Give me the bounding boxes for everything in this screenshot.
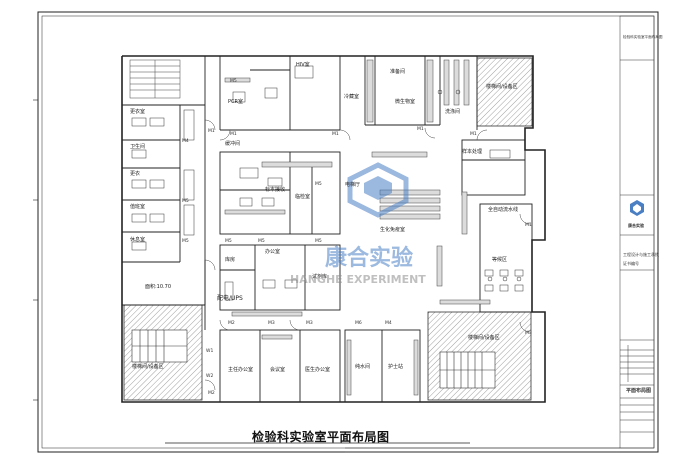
room-hatch-br: 楼梯间/设备区 (468, 335, 500, 341)
stair-bottom-left (131, 329, 188, 363)
hatch-top-right (476, 57, 533, 127)
room-area-note: 面积:10.70 (145, 284, 171, 290)
room-nurse: 护士站 (388, 364, 404, 370)
door-tag: M3 (268, 321, 275, 326)
room-sample-area: 样本处理 (462, 149, 483, 155)
door-tag: M1 (470, 132, 477, 137)
door-tag: M2 (228, 321, 235, 326)
room-change: 更衣室 (130, 109, 146, 115)
room-sample: 标本接收 (265, 187, 286, 193)
room-auto-line: 全自动流水线 (488, 207, 519, 213)
title-block (619, 15, 655, 449)
watermark-logo (347, 162, 409, 218)
room-dressing: 更衣 (130, 171, 141, 177)
room-meeting: 会议室 (270, 367, 286, 373)
door-tag: M1 (525, 223, 532, 228)
door-tag: M4 (385, 321, 392, 326)
door-tag: M5 (225, 239, 232, 244)
room-rest: 休息室 (130, 237, 146, 243)
room-hiv: HIV室 (296, 62, 310, 68)
room-prep: 准备间 (390, 69, 406, 75)
tb-cert-label: 证书编号 (623, 261, 639, 266)
room-biochem: 生化免疫室 (380, 227, 406, 233)
lab-benches (224, 59, 491, 396)
room-fridge: 冷藏室 (344, 94, 360, 100)
room-clinic: 临检室 (295, 194, 311, 200)
door-tag: M6 (355, 321, 362, 326)
interior-walls (122, 56, 533, 403)
room-micro: 微生物室 (395, 99, 416, 105)
room-reagent: 试剂库 (312, 274, 328, 280)
door-tag: M5 (182, 199, 189, 204)
room-hatch-tr: 楼梯间/设备区 (486, 84, 518, 90)
room-elevator: 电梯厅 (345, 182, 361, 188)
equipment-units (131, 65, 524, 301)
room-pcr: PCR室 (228, 99, 243, 105)
room-doctor: 医生办公室 (305, 367, 331, 373)
door-tag: M5 (315, 239, 322, 244)
room-purewater: 纯水间 (355, 364, 371, 370)
room-director: 主任办公室 (228, 367, 254, 373)
door-tag: W2 (206, 374, 214, 379)
room-hatch-bl: 楼梯间/设备区 (132, 364, 164, 370)
room-buffer: 缓冲间 (225, 141, 241, 147)
stair-bottom-right (439, 351, 496, 389)
room-wash: 洗涤间 (445, 109, 461, 115)
door-tag: W1 (206, 349, 214, 354)
door-tag: M5 (258, 239, 265, 244)
door-tag: M2 (208, 391, 215, 396)
bottom-info-strip (345, 447, 620, 453)
door-tag: M4 (182, 139, 189, 144)
tb-header-note: 检验科实验室平面布局图 (623, 35, 663, 39)
door-swings (204, 119, 531, 391)
door-tag: M5 (230, 79, 237, 84)
room-store: 库房 (225, 257, 236, 263)
watermark-brand-en: HANGHE EXPERIMENT (290, 273, 426, 286)
door-tag: M5 (182, 239, 189, 244)
door-tag: M3 (525, 331, 532, 336)
company-logo (630, 200, 644, 216)
room-lobby: 等候区 (492, 257, 508, 263)
tb-company: 康合实验 (628, 223, 644, 228)
tb-drawing-name: 平面布局图 (626, 388, 652, 394)
tb-project-label: 工程设计与施工承揽 (623, 252, 659, 257)
room-toilet: 卫生间 (130, 144, 146, 150)
door-tag: M1 (208, 129, 215, 134)
drawing-title: 检验科实验室平面布局图 (252, 430, 390, 444)
door-tag: M1 (230, 132, 237, 137)
stools (437, 89, 522, 282)
door-tag: M1 (417, 127, 424, 132)
room-office: 办公室 (265, 249, 281, 255)
room-duty: 值班室 (130, 204, 146, 210)
door-tag: M1 (332, 132, 339, 137)
stair-top-left (129, 59, 181, 99)
room-ups: 配电/UPS (217, 295, 243, 302)
door-tag: M5 (315, 182, 322, 187)
watermark-brand: 康合实验 (325, 246, 414, 271)
door-tag: M3 (306, 321, 313, 326)
